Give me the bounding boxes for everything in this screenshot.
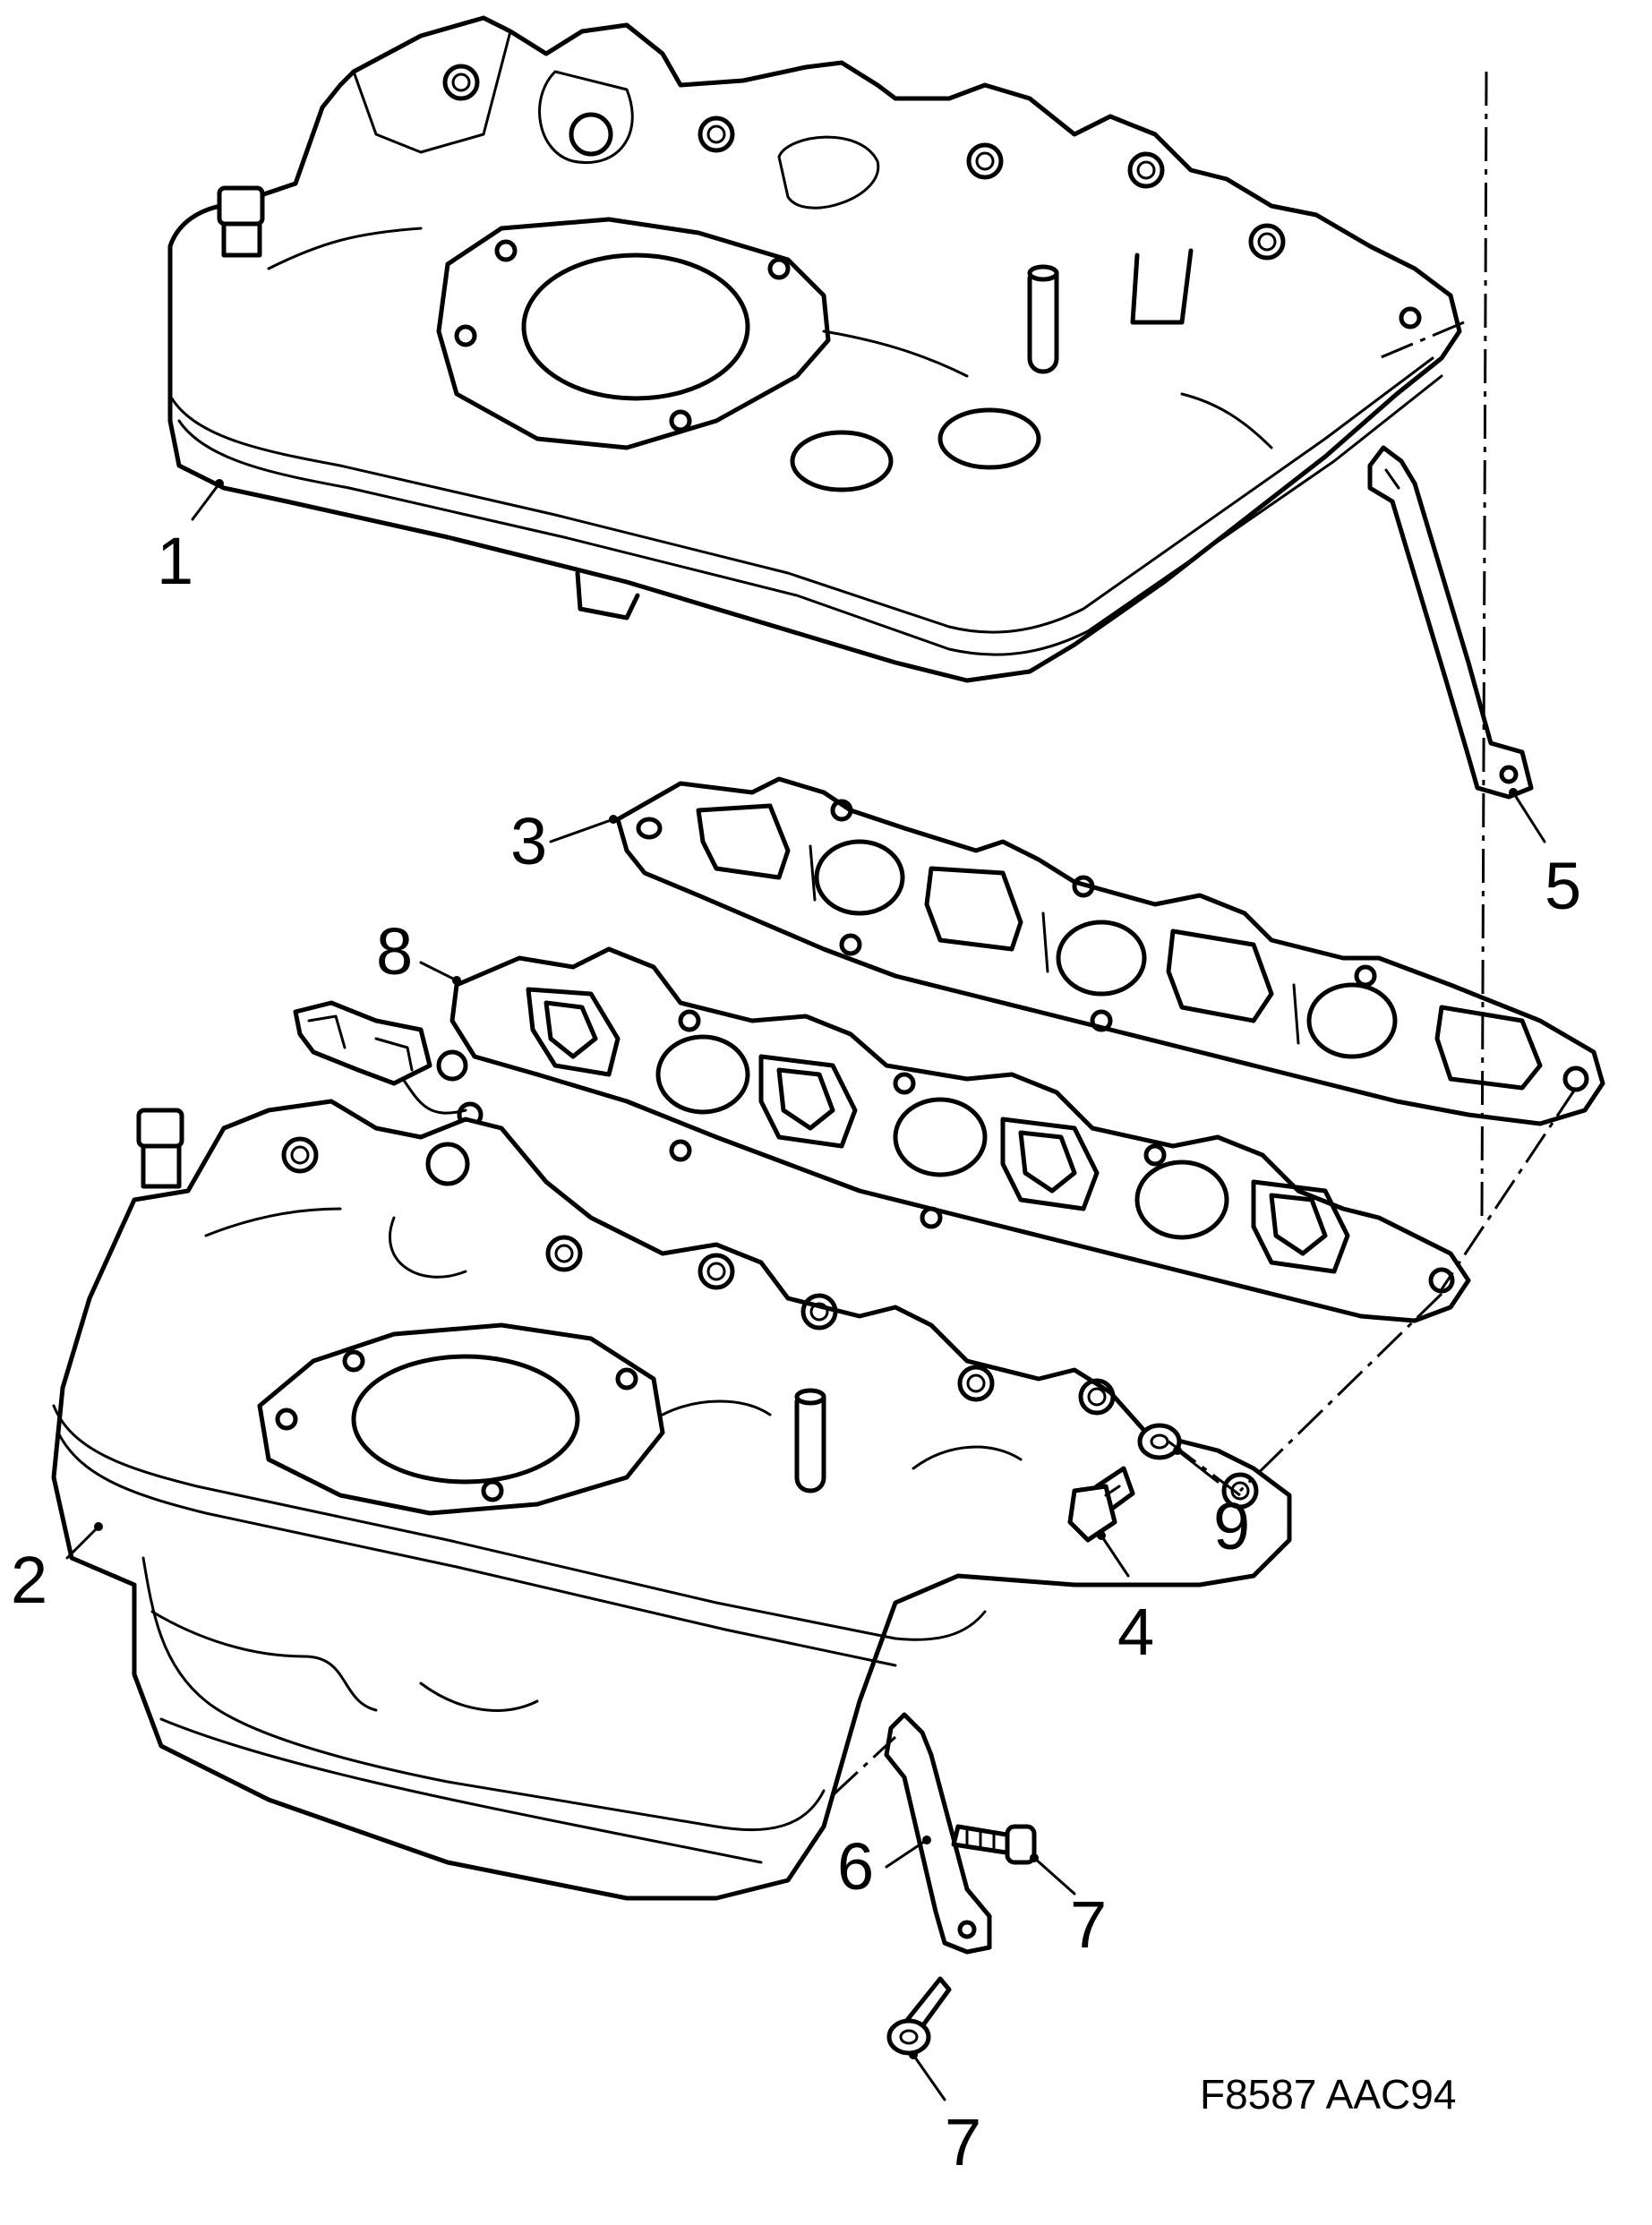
part-7-bolt-upper <box>951 1824 1037 1865</box>
callout-6: 6 <box>837 1829 874 1904</box>
part-5-upper-bracket <box>1367 445 1534 800</box>
callout-5: 5 <box>1545 849 1581 923</box>
figure-code: F8587 AAC94 <box>1200 2071 1456 2118</box>
callout-8: 8 <box>376 914 413 988</box>
part-1-upper-manifold <box>167 15 1462 683</box>
alignment-lines <box>831 71 1578 1797</box>
callout-4: 4 <box>1117 1595 1154 1669</box>
callout-9: 9 <box>1213 1489 1250 1563</box>
leader-lines <box>65 479 1546 2101</box>
part-7-bolt-lower <box>886 1976 952 2056</box>
callout-7-upper: 7 <box>1070 1887 1107 1962</box>
part-8-gasket-with-injectors <box>293 946 1471 1323</box>
callout-1: 1 <box>157 524 193 598</box>
part-4-bolt <box>1067 1466 1135 1543</box>
callout-7-lower: 7 <box>945 2105 981 2179</box>
part-6-lower-bracket <box>884 1712 992 1955</box>
part-9-washer <box>1137 1423 1182 1460</box>
part-3-gasket <box>615 776 1605 1126</box>
part-2-lower-manifold <box>51 1099 1292 1901</box>
callout-3: 3 <box>510 804 547 878</box>
callout-2: 2 <box>11 1543 47 1617</box>
